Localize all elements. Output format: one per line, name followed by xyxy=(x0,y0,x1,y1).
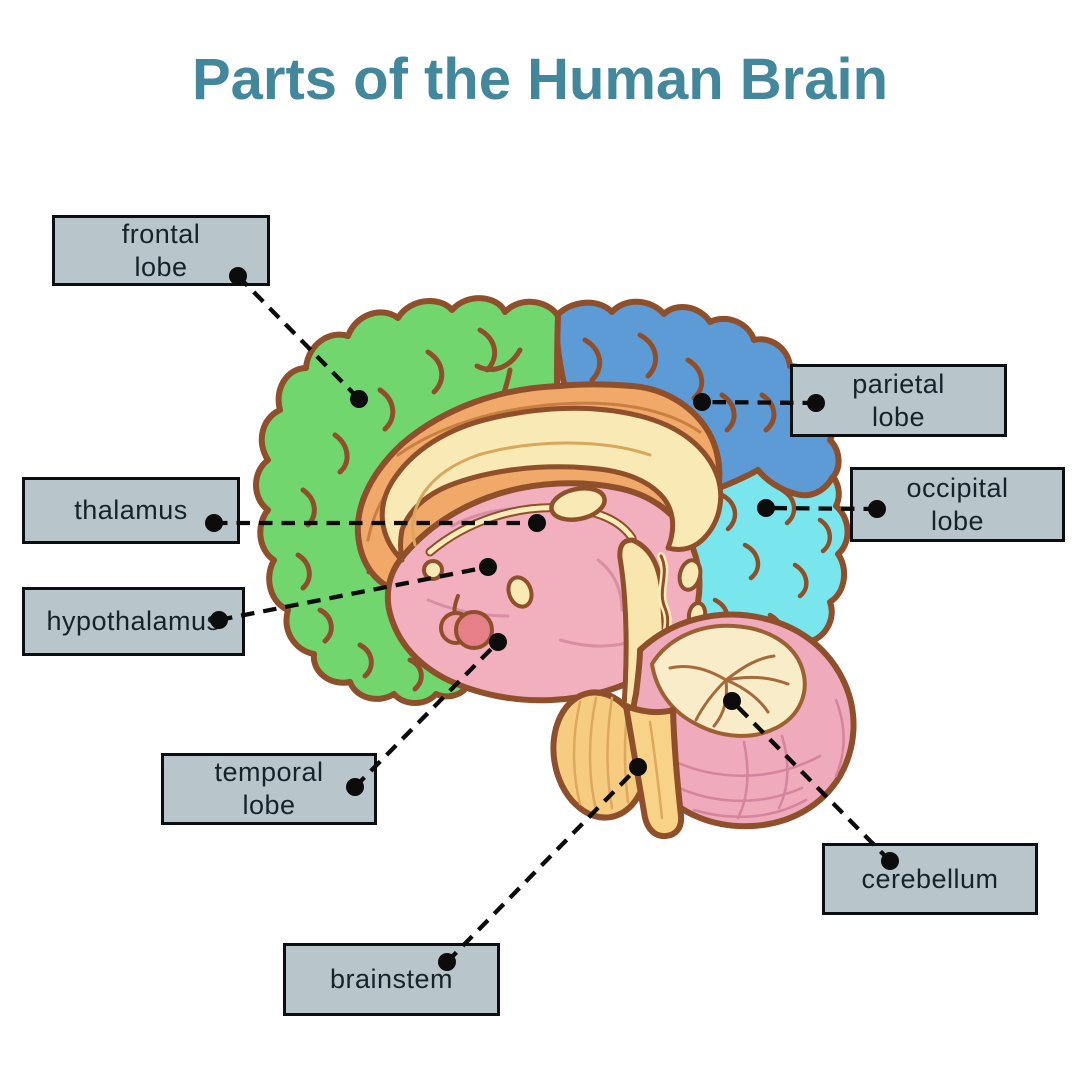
label-parietal-lobe-text: parietal lobe xyxy=(852,368,945,432)
corpus-callosum-inner-line xyxy=(411,441,652,547)
label-cerebellum: cerebellum xyxy=(822,843,1038,915)
label-hypothalamus: hypothalamus xyxy=(22,587,245,656)
label-frontal-lobe: frontal lobe xyxy=(52,215,270,286)
interthalamic-adhesion xyxy=(549,486,607,522)
label-temporal-lobe-text: temporal lobe xyxy=(214,757,324,820)
page-title: Parts of the Human Brain xyxy=(191,47,889,112)
corpus-callosum xyxy=(379,405,724,563)
label-brainstem-text: brainstem xyxy=(329,964,454,995)
label-thalamus: thalamus xyxy=(22,477,240,544)
label-frontal-lobe-text: frontal lobe xyxy=(121,218,201,282)
superior-colliculus xyxy=(677,558,703,592)
label-brainstem: brainstem xyxy=(283,943,500,1016)
label-temporal-lobe: temporal lobe xyxy=(161,753,377,825)
brainstem-line xyxy=(648,720,664,820)
mammillary-body xyxy=(506,575,534,609)
label-parietal-lobe: parietal lobe xyxy=(790,364,1007,437)
label-thalamus-text: thalamus xyxy=(74,495,188,526)
label-cerebellum-text: cerebellum xyxy=(861,863,999,894)
label-occipital-lobe: occipital lobe xyxy=(850,467,1065,542)
label-occipital-lobe-text: occipital lobe xyxy=(906,472,1009,536)
brainstem-region xyxy=(623,703,685,840)
label-hypothalamus-text: hypothalamus xyxy=(46,606,221,637)
